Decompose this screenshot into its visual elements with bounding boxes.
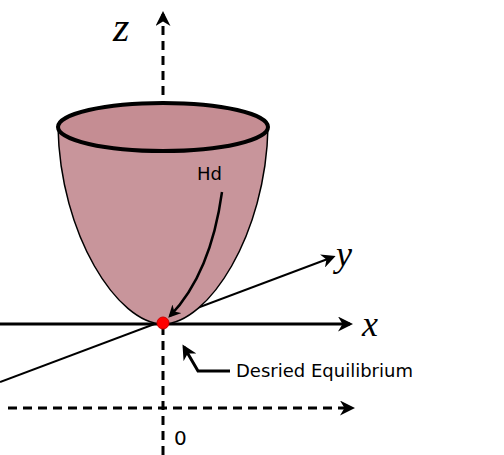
leader-arrow: [184, 347, 230, 371]
reference-axis: [8, 407, 352, 410]
hd-arrow: [170, 192, 222, 316]
bowl-body: [58, 127, 268, 324]
bowl-rim: [58, 103, 268, 151]
surface-label: Hd: [197, 165, 222, 183]
equilibrium-point: [157, 317, 169, 329]
origin-label: 0: [174, 428, 187, 448]
bowl-shape: [54, 98, 274, 330]
callout-label: Desried Equilibrium: [236, 362, 413, 380]
axis-label: z: [113, 6, 129, 48]
paraboloid-surface: Hd: [54, 98, 274, 330]
axis-label: x: [362, 306, 378, 342]
x-axis: [0, 323, 350, 326]
axis-label: y: [336, 236, 352, 272]
